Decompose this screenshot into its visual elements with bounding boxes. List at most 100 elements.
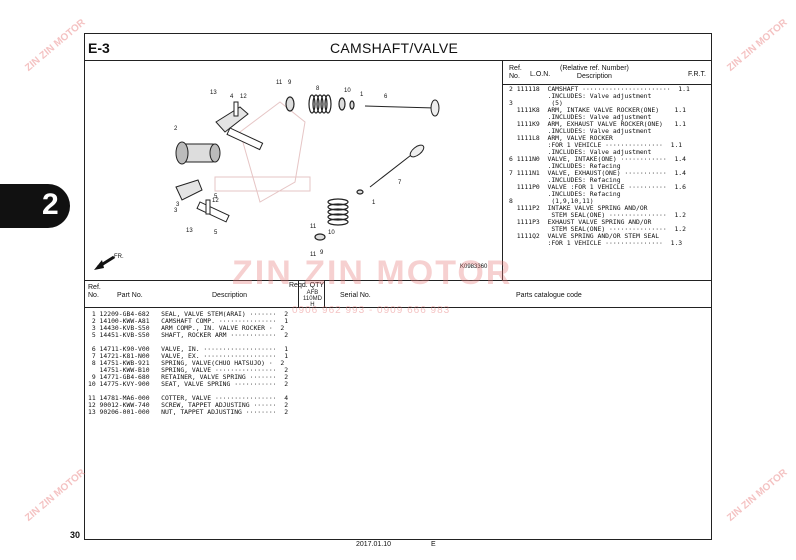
- ref-table-row: 8 (1,9,10,11): [509, 197, 594, 205]
- ref-header-line: [502, 84, 712, 85]
- model-code-header: AFB 110MD H: [303, 290, 322, 308]
- parts-table-row: 8 14751-KWB-921 SPRING, VALVE(CHUO HATSU…: [88, 359, 285, 367]
- diagram-callout: 2: [174, 126, 178, 132]
- brand-outline-graphic: [214, 101, 311, 203]
- section-code: E-3: [88, 40, 110, 56]
- ref-table-row: :FOR 1 VEHICLE ··············· 1.3: [509, 239, 683, 247]
- lon-header: L.O.N.: [530, 71, 551, 78]
- ref-table-row: 6 1111N0 VALVE, INTAKE(ONE) ············…: [509, 155, 686, 163]
- diagram-callout: 7: [398, 180, 402, 186]
- rocker-arm-graphic: [175, 106, 249, 201]
- ref-table-row: .INCLUDES: Refacing: [509, 162, 621, 170]
- diagram-callout: 11: [310, 224, 317, 230]
- diagram-callout: 11: [310, 252, 317, 258]
- front-direction-arrow: FR.: [94, 254, 124, 270]
- parts-table-row: 13 90206-001-000 NUT, TAPPET ADJUSTING ·…: [88, 408, 289, 416]
- parts-table-row: 9 14771-GB4-680 RETAINER, VALVE SPRING ·…: [88, 373, 289, 381]
- diagram-callout: 6: [384, 94, 388, 100]
- ref-table-row: .INCLUDES: Valve adjustment: [509, 127, 652, 135]
- qty-divider-left: [298, 280, 299, 307]
- diagram-callout: 12: [240, 94, 247, 100]
- ref-table-row: 1111P2 INTAKE VALVE SPRING AND/OR: [509, 204, 648, 212]
- ref-table-row: .INCLUDES: Valve adjustment: [509, 148, 652, 156]
- rocker-shaft-graphic: [196, 127, 264, 223]
- parts-table-row: 11 14781-MA6-000 COTTER, VALVE ·········…: [88, 394, 289, 402]
- watermark-corner-top-left: ZIN ZIN MOTOR: [23, 17, 88, 74]
- parts-table-row: 5 14451-KVB-S50 SHAFT, ROCKER ARM ······…: [88, 331, 289, 339]
- page-frame: [84, 33, 712, 540]
- valve-spring-lower-graphic: [314, 189, 364, 241]
- parts-table-row: 3 14430-KVB-S50 ARM COMP., IN. VALVE ROC…: [88, 324, 285, 332]
- page-title: CAMSHAFT/VALVE: [330, 40, 459, 56]
- watermark-corner-bottom-left: ZIN ZIN MOTOR: [23, 467, 88, 524]
- tappet-screw-graphic: [205, 101, 239, 215]
- valve-spring-upper-graphic: [285, 94, 355, 114]
- diagram-callout: 4: [230, 94, 234, 100]
- diagram-callout: 9: [320, 250, 324, 256]
- frt-header: F.R.T.: [688, 71, 706, 78]
- description-header: (Relative ref. Number) Description: [560, 65, 629, 80]
- ref-table-row: .INCLUDES: Refacing: [509, 190, 621, 198]
- ref-table-row: .INCLUDES: Valve adjustment: [509, 92, 652, 100]
- reqd-qty-header: Reqd. QTY: [289, 282, 325, 289]
- ref-table-row: .INCLUDES: Valve adjustment: [509, 113, 652, 121]
- serial-no-header: Serial No.: [340, 292, 371, 299]
- ref-table-row: 7 1111N1 VALVE, EXHAUST(ONE) ···········…: [509, 169, 686, 177]
- diagram-callout: 5: [214, 230, 218, 236]
- qty-divider-right: [324, 280, 325, 307]
- parts-table-row: 10 14775-KVY-900 SEAT, VALVE SPRING ····…: [88, 380, 289, 388]
- ref-table-row: 2 111118 CAMSHAFT ······················…: [509, 85, 690, 93]
- diagram-callout: 12: [212, 198, 219, 204]
- camshaft-graphic: [175, 141, 221, 165]
- catalogue-code-header: Parts catalogue code: [516, 292, 582, 299]
- diagram-callout: 9: [288, 80, 292, 86]
- parts-table-row: 12 90012-KWW-740 SCREW, TAPPET ADJUSTING…: [88, 401, 289, 409]
- diagram-callout: 8: [316, 86, 320, 92]
- diagram-callout: 5: [214, 194, 218, 200]
- ref-table-divider: [502, 60, 503, 280]
- parts-table-row: 14751-KWW-B10 SPRING, VALVE ············…: [88, 366, 289, 374]
- watermark-phone: 0906 962 993 - 0909 666 983: [292, 305, 451, 316]
- diagram-callout: 3: [174, 208, 178, 214]
- watermark-corner-bottom-right: ZIN ZIN MOTOR: [725, 467, 790, 524]
- ref-table-row: :FOR 1 VEHICLE ··············· 1.1: [509, 141, 683, 149]
- ref-table-row: 1111Q2 VALVE SPRING AND/OR STEM SEAL: [509, 232, 660, 240]
- parts-table-row: 6 14711-K90-V00 VALVE, IN. ·············…: [88, 345, 289, 353]
- section-tab: 2: [0, 184, 70, 228]
- ref-table-row: 3 (5): [509, 99, 563, 107]
- watermark-brand: ZIN ZIN MOTOR: [232, 254, 513, 292]
- print-date: 2017.01.10: [356, 541, 392, 548]
- diagram-callout: 10: [344, 88, 351, 94]
- watermark-corner-top-right: ZIN ZIN MOTOR: [725, 17, 790, 74]
- diagram-callout: 3: [176, 202, 180, 208]
- diagram-callout: 11: [276, 80, 283, 86]
- diagram-code: K0983360: [460, 264, 488, 270]
- parts-ref-header: Ref. No.: [88, 284, 101, 299]
- edition-code: E: [431, 541, 436, 548]
- parts-table-row: 7 14721-K81-N00 VALVE, EX. ·············…: [88, 352, 289, 360]
- ref-table-row: .INCLUDES: Refacing: [509, 176, 621, 184]
- diagram-callout: 13: [210, 90, 217, 96]
- description-header-parts: Description: [212, 292, 248, 299]
- diagram-callout: 1: [360, 92, 364, 98]
- intake-valve-graphic: [364, 99, 440, 117]
- ref-table-row: 1111L8 ARM, VALVE ROCKER: [509, 134, 613, 142]
- parts-header-line: [84, 307, 712, 308]
- diagram-bottom-line: [84, 280, 712, 281]
- diagram-callout: 13: [186, 228, 193, 234]
- part-no-header: Part No.: [117, 292, 143, 299]
- page-number: 30: [70, 530, 81, 540]
- parts-table-row: 1 12209-GB4-682 SEAL, VALVE STEM(ARAI) ·…: [88, 310, 289, 318]
- ref-table-row: 1111K8 ARM, INTAKE VALVE ROCKER(ONE) 1.1: [509, 106, 686, 114]
- section-tab-label: 2: [42, 188, 59, 221]
- title-divider: [84, 60, 712, 61]
- diagram-callout: 1: [372, 200, 376, 206]
- ref-table-row: 1111P0 VALVE :FOR 1 VEHICLE ·········· 1…: [509, 183, 686, 191]
- ref-table-row: STEM SEAL(ONE) ··············· 1.2: [509, 211, 686, 219]
- parts-table-row: 2 14100-KWW-A81 CAMSHAFT COMP. ·········…: [88, 317, 289, 325]
- exhaust-valve-graphic: [369, 144, 425, 188]
- fr-label: FR.: [114, 254, 124, 260]
